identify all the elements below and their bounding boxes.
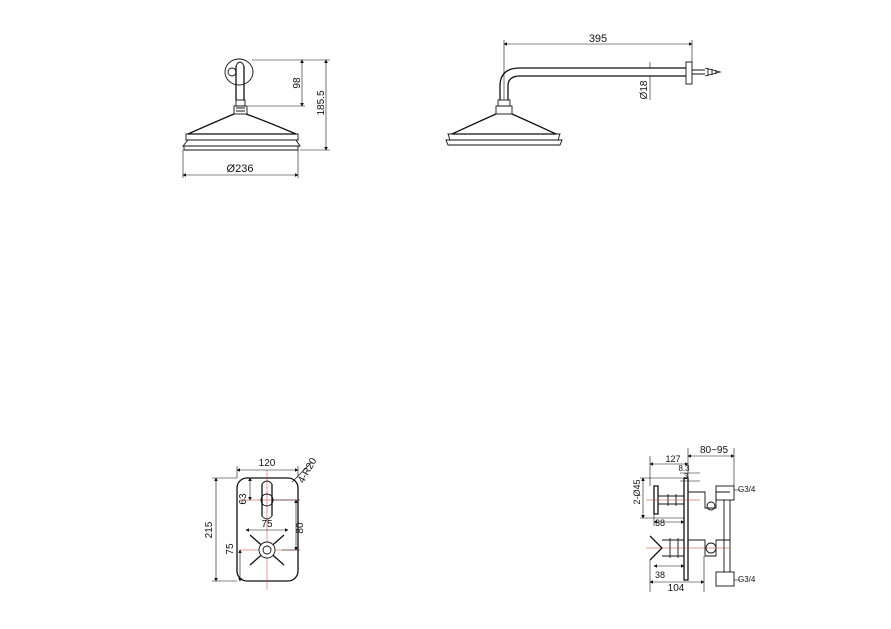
dim-spacing-h: 75 — [261, 519, 273, 530]
dim-bottom-offset: 38 — [655, 570, 665, 580]
valve-front-view: 120 4-R20 215 63 75 80 75 — [204, 456, 320, 590]
dim-total-height: 185.5 — [316, 90, 327, 115]
dim-valve-height: 215 — [204, 521, 215, 538]
dim-depth-total: 127 — [665, 454, 680, 464]
label-inlet-top: G3/4 — [738, 485, 756, 494]
dim-valve-width: 120 — [259, 458, 276, 469]
dim-top-offset: 38 — [655, 518, 665, 528]
label-inlet-bottom: G3/4 — [738, 575, 756, 584]
dim-arm-diameter: Ø18 — [639, 80, 650, 99]
dim-plate: 8.3 — [678, 464, 690, 473]
dim-arm-height: 98 — [292, 77, 303, 89]
dim-corner-radius: 4-R20 — [296, 456, 319, 485]
dim-diameter: Ø236 — [227, 163, 254, 175]
dim-lower-offset: 75 — [225, 543, 236, 555]
dim-arm-length: 395 — [589, 33, 607, 45]
shower-head-front-view: Ø236 98 185.5 — [182, 58, 330, 178]
dim-handle-offset: 63 — [238, 493, 249, 505]
dim-spacing-v: 80 — [295, 522, 306, 534]
dim-spout-hole: 2-Ø45 — [632, 479, 642, 504]
valve-side-view: 127 80~95 8.3 3 2-Ø45 38 38 104 G3/4 G3/… — [632, 445, 756, 594]
shower-head-side-view: 395 Ø18 — [445, 33, 722, 146]
dim-base-depth: 104 — [668, 583, 685, 594]
dim-gap: 3 — [684, 472, 689, 481]
dim-depth-range: 80~95 — [700, 445, 729, 456]
